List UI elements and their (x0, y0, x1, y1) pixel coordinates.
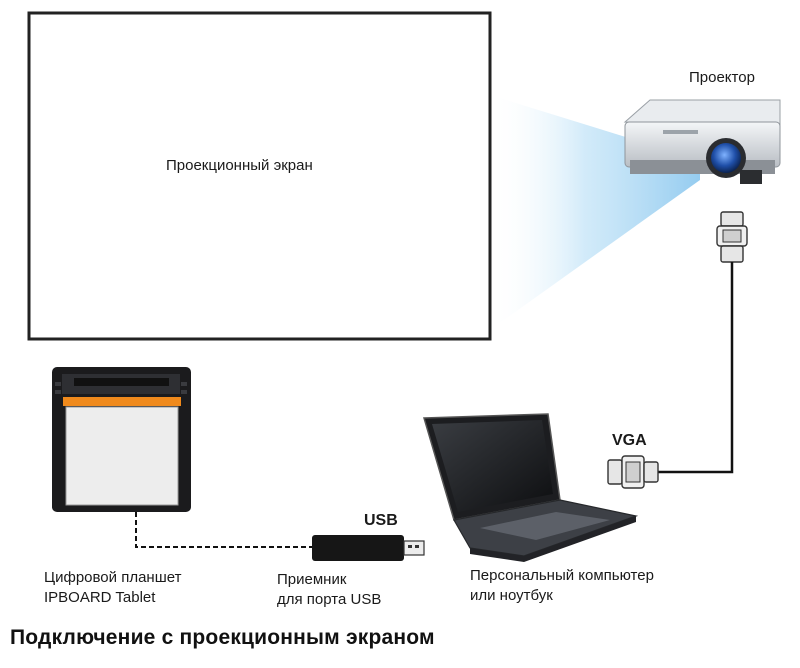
tablet-label: Цифровой планшет IPBOARD Tablet (44, 568, 181, 608)
usb-receiver-icon (312, 535, 425, 561)
projection-screen (27, 11, 492, 341)
vga-label: VGA (612, 432, 647, 449)
vga-connector-icon (716, 211, 748, 263)
laptop-label: Персональный компьютер или ноутбук (470, 566, 654, 606)
receiver-label-line2: для порта USB (277, 591, 382, 608)
vga-cable (658, 262, 734, 474)
projector-icon (623, 99, 781, 184)
vga-connector-laptop-icon (607, 455, 659, 489)
laptop-icon (423, 413, 639, 562)
laptop-label-line2: или ноутбук (470, 587, 553, 604)
projector-label: Проектор (689, 69, 755, 86)
tablet-label-line1: Цифровой планшет (44, 569, 182, 586)
tablet-label-line2: IPBOARD Tablet (44, 589, 156, 606)
diagram-title: Подключение с проекционным экраном (10, 626, 435, 649)
receiver-label-line1: Приемник (277, 571, 347, 588)
screen-label: Проекционный экран (166, 157, 313, 174)
usb-cable (135, 512, 312, 548)
receiver-label: Приемник для порта USB (277, 570, 381, 610)
tablet-icon (52, 367, 191, 512)
usb-label: USB (364, 512, 398, 529)
laptop-label-line1: Персональный компьютер (470, 567, 654, 584)
